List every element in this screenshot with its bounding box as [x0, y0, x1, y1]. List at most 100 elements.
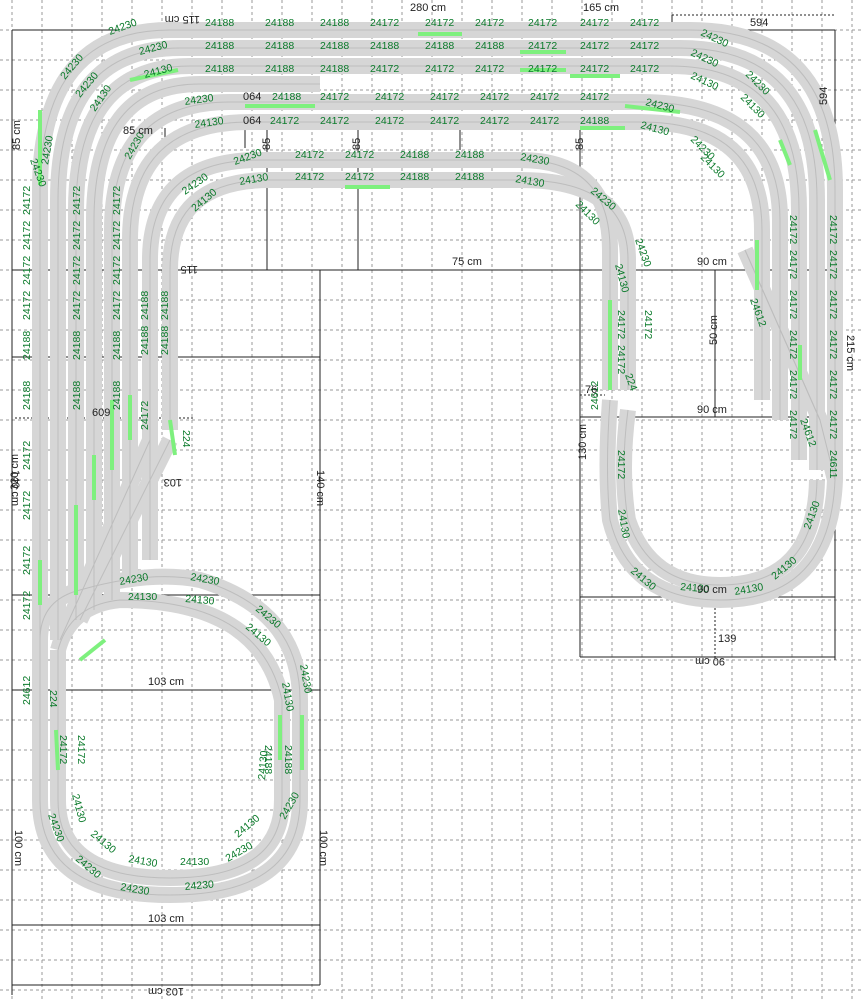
part-number-label: 24230 [189, 571, 220, 588]
dim-bottom-width-a: 103 cm [148, 676, 184, 688]
track-bed-centerline [75, 65, 800, 620]
part-number-label: 24130 [680, 581, 710, 596]
part-number-label: 24172 [475, 17, 504, 29]
track-bed-centerline [59, 439, 151, 641]
part-number-label: 24172 [295, 171, 324, 183]
track-bed-centerline [39, 576, 301, 896]
part-number-label: 24130 [185, 593, 215, 608]
part-number-label: 24172 [21, 256, 33, 285]
part-number-label: 24172 [375, 115, 404, 127]
dim-right-lower-height: 130 cm [577, 424, 589, 460]
part-number-label: 24130 [88, 828, 118, 856]
dimension-labels: 280 cm 165 cm 115 cm 594 85 cm 85 cm 85 … [9, 2, 856, 997]
track-bed-centerline [129, 121, 763, 580]
part-number-label: 24172 [615, 450, 627, 479]
part-number-label: 24172 [787, 290, 799, 319]
mark-115: 115 [180, 263, 198, 275]
part-number-label: 24188 [111, 381, 123, 410]
mark-103: 103 [164, 476, 182, 488]
part-number-label: 24172 [827, 250, 839, 279]
highlighted-track-piece [168, 419, 177, 456]
part-number-label: 24188 [265, 17, 294, 29]
part-number-label: 224 [180, 430, 192, 448]
part-number-label: 24172 [21, 291, 33, 320]
dim-right-small-height: 50 cm [708, 315, 720, 345]
part-number-label: 24188 [455, 149, 484, 161]
dim-top-right-small: 594 [750, 17, 768, 29]
part-number-label: 24188 [400, 149, 429, 161]
part-number-label: 24172 [787, 215, 799, 244]
part-number-label: 24188 [159, 291, 171, 320]
dim-bottom-width-b: 103 cm [148, 913, 184, 925]
part-number-label: 24172 [370, 17, 399, 29]
part-number-label: 24130 [128, 591, 157, 603]
part-number-label: 24172 [827, 410, 839, 439]
part-number-label: 24172 [787, 330, 799, 359]
dim-bottom-height-a: 100 cm [12, 830, 24, 866]
part-number-label: 24172 [580, 40, 609, 52]
part-number-label: 24230 [119, 881, 150, 898]
part-number-label: 24188 [400, 171, 429, 183]
part-number-label: 24230 [118, 571, 149, 588]
dim-top-right-width: 165 cm [583, 2, 619, 14]
dim-mid-height-a: 85 [261, 138, 273, 150]
dim-mid-height-b: 85 [351, 138, 363, 150]
mark-139: 139 [718, 633, 736, 645]
highlighted-track-piece [778, 139, 792, 166]
part-number-label: 24172 [320, 91, 349, 103]
highlighted-track-piece [813, 129, 832, 181]
part-number-label: 24230 [39, 135, 56, 166]
part-number-label: 24172 [345, 149, 374, 161]
track-bed-centerline [57, 47, 818, 640]
part-number-label: 24188 [425, 40, 454, 52]
part-number-label: 24188 [71, 331, 83, 360]
dim-right-lower-width: 90 cm [697, 584, 727, 596]
part-number-label: 24188 [21, 381, 33, 410]
part-number-label: 24172 [475, 63, 504, 75]
part-number-label: 24188 [455, 171, 484, 183]
part-number-label: 24172 [480, 91, 509, 103]
part-number-label: 24130 [232, 812, 262, 840]
part-number-label: 24172 [430, 91, 459, 103]
part-number-label: 24172 [827, 370, 839, 399]
part-number-label: 24172 [787, 250, 799, 279]
part-number-label: 24130 [615, 508, 632, 539]
part-number-label: 24230 [519, 151, 550, 168]
part-number-label: 24172 [430, 115, 459, 127]
dim-left-mid-height: 140 cm [9, 470, 21, 506]
track-bed-centerline [57, 599, 283, 879]
part-number-label: 24230 [184, 878, 214, 893]
dim-bottom-height-b: 100 cm [317, 830, 329, 866]
part-number-label: 24130 [127, 853, 158, 870]
highlighted-track-piece [54, 729, 60, 771]
part-number-label: 24230 [184, 92, 215, 108]
dim-mid-width: 75 cm [452, 256, 482, 268]
part-number-label: 24172 [615, 345, 627, 374]
part-number-label: 24611 [827, 450, 839, 479]
part-number-label: 24172 [580, 63, 609, 75]
part-number-label: 24188 [320, 63, 349, 75]
part-number-label: 24172 [21, 441, 33, 470]
part-number-label: 24188 [282, 745, 294, 774]
part-number-label: 24130 [279, 681, 296, 712]
dim-total-left-height: 320 cm [9, 454, 21, 490]
part-number-label: 24188 [320, 17, 349, 29]
part-number-label: 24172 [530, 91, 559, 103]
part-number-label: 24188 [205, 63, 234, 75]
dim-right-mid-width: 90 cm [697, 256, 727, 268]
part-number-label: 24172 [370, 63, 399, 75]
dim-bottom-width-c: 103 cm [148, 985, 184, 997]
part-number-label: 24188 [475, 40, 504, 52]
part-number-label: 24188 [71, 381, 83, 410]
dim-top-right-small-b: 594 [818, 87, 830, 105]
part-number-label: 24172 [75, 735, 87, 764]
part-number-label: 24172 [21, 491, 33, 520]
dim-right-lower-width-b: 90 cm [695, 655, 725, 667]
part-number-label: 24172 [320, 115, 349, 127]
part-number-label: 24172 [71, 221, 83, 250]
part-number-label: 24130 [733, 581, 764, 598]
track-bed-centerline [93, 83, 320, 610]
highlighted-track-piece [78, 638, 107, 662]
part-number-label: 24172 [528, 63, 557, 75]
part-number-label: 24172 [111, 221, 123, 250]
